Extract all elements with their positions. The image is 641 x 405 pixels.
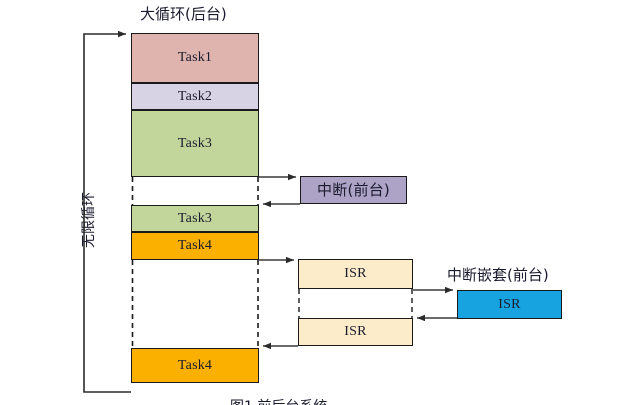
figure-caption: 图1 前后台系统 (230, 396, 490, 405)
block-task2: Task2 (131, 83, 259, 110)
isr-column-dashes (298, 289, 413, 318)
block-interrupt: 中断(前台) (300, 176, 407, 204)
block-task4-resume: Task4 (131, 348, 259, 383)
diagram-title-top: 大循环(后台) (140, 5, 227, 23)
block-task3-first: Task3 (131, 110, 259, 177)
block-task4-first: Task4 (131, 232, 259, 260)
block-isr-resume: ISR (298, 318, 413, 346)
background-column-dashes (131, 177, 259, 348)
infinite-loop-label: 无限循环 (81, 192, 97, 248)
block-nested-isr: ISR (457, 290, 562, 319)
block-task1: Task1 (131, 33, 259, 83)
nested-interrupt-title: 中断嵌套(前台) (447, 266, 549, 284)
block-isr-first: ISR (298, 259, 413, 289)
block-task3-resume: Task3 (131, 205, 259, 232)
